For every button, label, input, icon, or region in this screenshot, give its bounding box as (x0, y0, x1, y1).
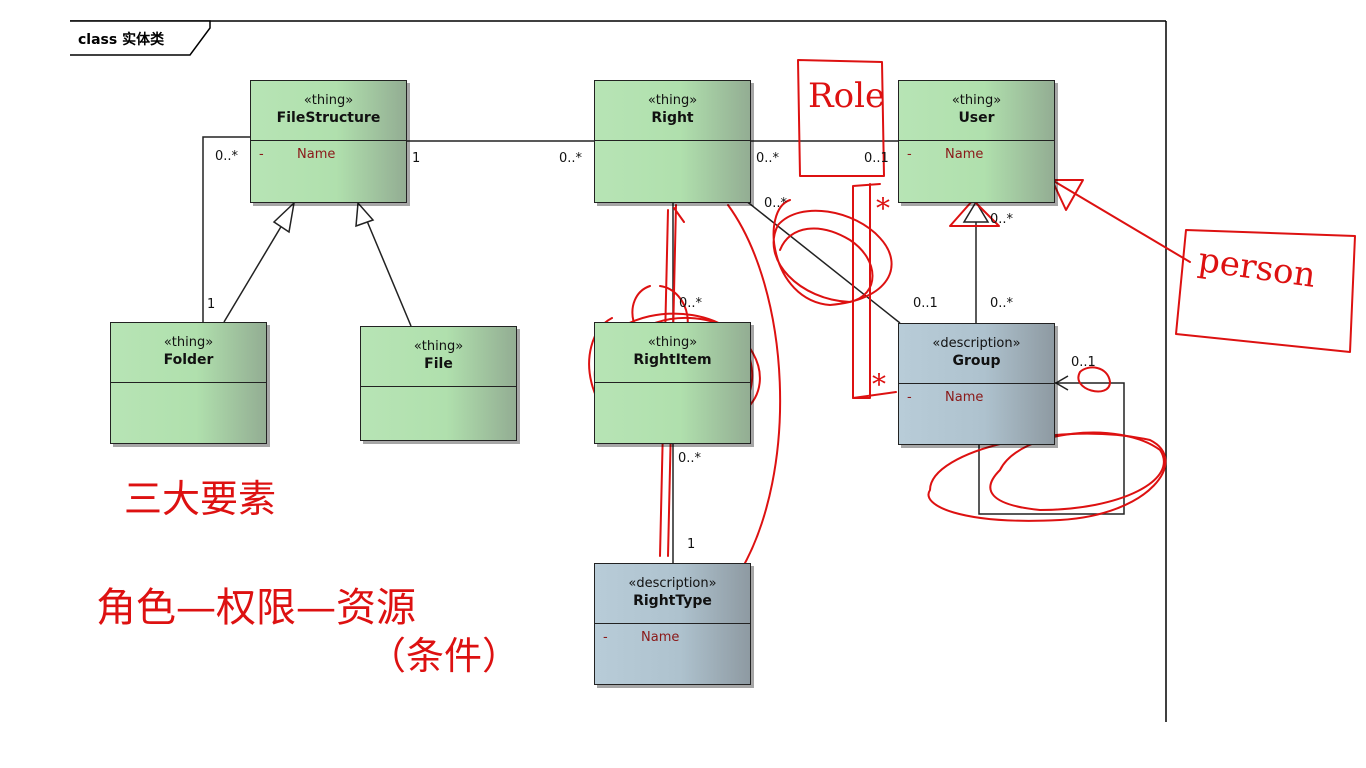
stereotype-label: «thing» (303, 93, 354, 108)
class-rightitem[interactable]: «thing» RightItem (594, 322, 751, 444)
multiplicity-label: 0..* (215, 149, 239, 164)
file-generalization-line (366, 220, 412, 327)
frame-label-tab (70, 20, 211, 56)
file-generalization-arrowhead (355, 201, 375, 228)
person-box (1175, 229, 1356, 353)
attribute-row: - Name (595, 630, 750, 652)
class-name: RightType (633, 593, 712, 609)
stereotype-label: «thing» (647, 335, 698, 350)
group-self-arrowhead (1054, 375, 1069, 391)
class-user[interactable]: «thing» User - Name (898, 80, 1055, 203)
right-group-association (744, 199, 901, 324)
multiplicity-label: 0..* (990, 296, 1014, 311)
class-name: User (958, 110, 995, 126)
group-self-scribble-3 (1077, 366, 1111, 393)
attribute-name: Name (945, 390, 984, 405)
condition-annotation: （条件） (368, 634, 521, 678)
class-header: «thing» User (899, 81, 1054, 141)
three-elements-annotation: 三大要素 (124, 477, 277, 521)
class-header: «thing» RightItem (595, 323, 750, 383)
class-header: «thing» Folder (111, 323, 266, 383)
multiplicity-label: 0..* (679, 296, 703, 311)
stereotype-label: «thing» (163, 335, 214, 350)
multiplicity-label: 0..* (559, 151, 583, 166)
role-group-link (852, 391, 897, 399)
class-name: Folder (163, 352, 214, 368)
attribute-visibility: - (603, 630, 608, 645)
stereotype-label: «thing» (413, 339, 464, 354)
class-right[interactable]: «thing» Right (594, 80, 751, 203)
multiplicity-star-lower: * (872, 368, 886, 401)
stereotype-label: «thing» (951, 93, 1002, 108)
class-header: «description» Group (899, 324, 1054, 384)
class-righttype[interactable]: «description» RightType - Name (594, 563, 751, 685)
class-folder[interactable]: «thing» Folder (110, 322, 267, 444)
group-self-scribble-2 (989, 431, 1165, 511)
class-header: «description» RightType (595, 564, 750, 624)
class-group[interactable]: «description» Group - Name (898, 323, 1055, 445)
multiplicity-label: 0..1 (1071, 355, 1096, 370)
multiplicity-label: 0..* (678, 451, 702, 466)
attribute-name: Name (945, 147, 984, 162)
attribute-row: - Name (899, 390, 1054, 412)
user-generalization-arrowhead (962, 200, 990, 223)
multiplicity-label: 0..1 (864, 151, 889, 166)
attribute-visibility: - (907, 390, 912, 405)
class-header: «thing» FileStructure (251, 81, 406, 141)
class-file[interactable]: «thing» File (360, 326, 517, 441)
folder-generalization-line (223, 219, 286, 323)
multiplicity-label: 0..* (990, 212, 1014, 227)
right-righttype-curve (727, 204, 782, 573)
class-name: File (424, 356, 453, 372)
group-self-association (978, 382, 1125, 515)
role-annotation: Role (808, 76, 886, 116)
flow-annotation: 角色—权限—资源 (96, 585, 416, 631)
attribute-row: - Name (251, 147, 406, 169)
attribute-visibility: - (259, 147, 264, 162)
right-scribble (772, 199, 893, 306)
multiplicity-label: 1 (412, 151, 421, 166)
user-triangle-redraw (949, 199, 1000, 227)
attribute-name: Name (297, 147, 336, 162)
stereotype-label: «thing» (647, 93, 698, 108)
frame-label: class 实体类 (70, 23, 210, 53)
class-name: RightItem (633, 352, 712, 368)
class-header: «thing» Right (595, 81, 750, 141)
class-name: Right (651, 110, 694, 126)
group-self-scribble (927, 432, 1167, 522)
person-arrow-head (1051, 179, 1084, 211)
multiplicity-label: 0..1 (913, 296, 938, 311)
multiplicity-label: 0..* (764, 196, 788, 211)
role-box (797, 59, 885, 177)
person-arrow-line (1051, 179, 1191, 263)
attribute-row: - Name (899, 147, 1054, 169)
stereotype-label: «description» (628, 576, 717, 591)
fs-folder-association (202, 136, 250, 322)
class-header: «thing» File (361, 327, 516, 387)
stereotype-label: «description» (932, 336, 1021, 351)
frame-label-text: class 实体类 (78, 32, 165, 48)
folder-generalization-arrowhead (272, 200, 296, 234)
multiplicity-star-upper: * (876, 192, 890, 225)
multiplicity-label: 0..* (756, 151, 780, 166)
attribute-name: Name (641, 630, 680, 645)
class-name: FileStructure (276, 110, 381, 126)
attribute-visibility: - (907, 147, 912, 162)
multiplicity-label: 1 (207, 297, 216, 312)
class-name: Group (952, 353, 1001, 369)
class-filestructure[interactable]: «thing» FileStructure - Name (250, 80, 407, 203)
multiplicity-label: 1 (687, 537, 696, 552)
